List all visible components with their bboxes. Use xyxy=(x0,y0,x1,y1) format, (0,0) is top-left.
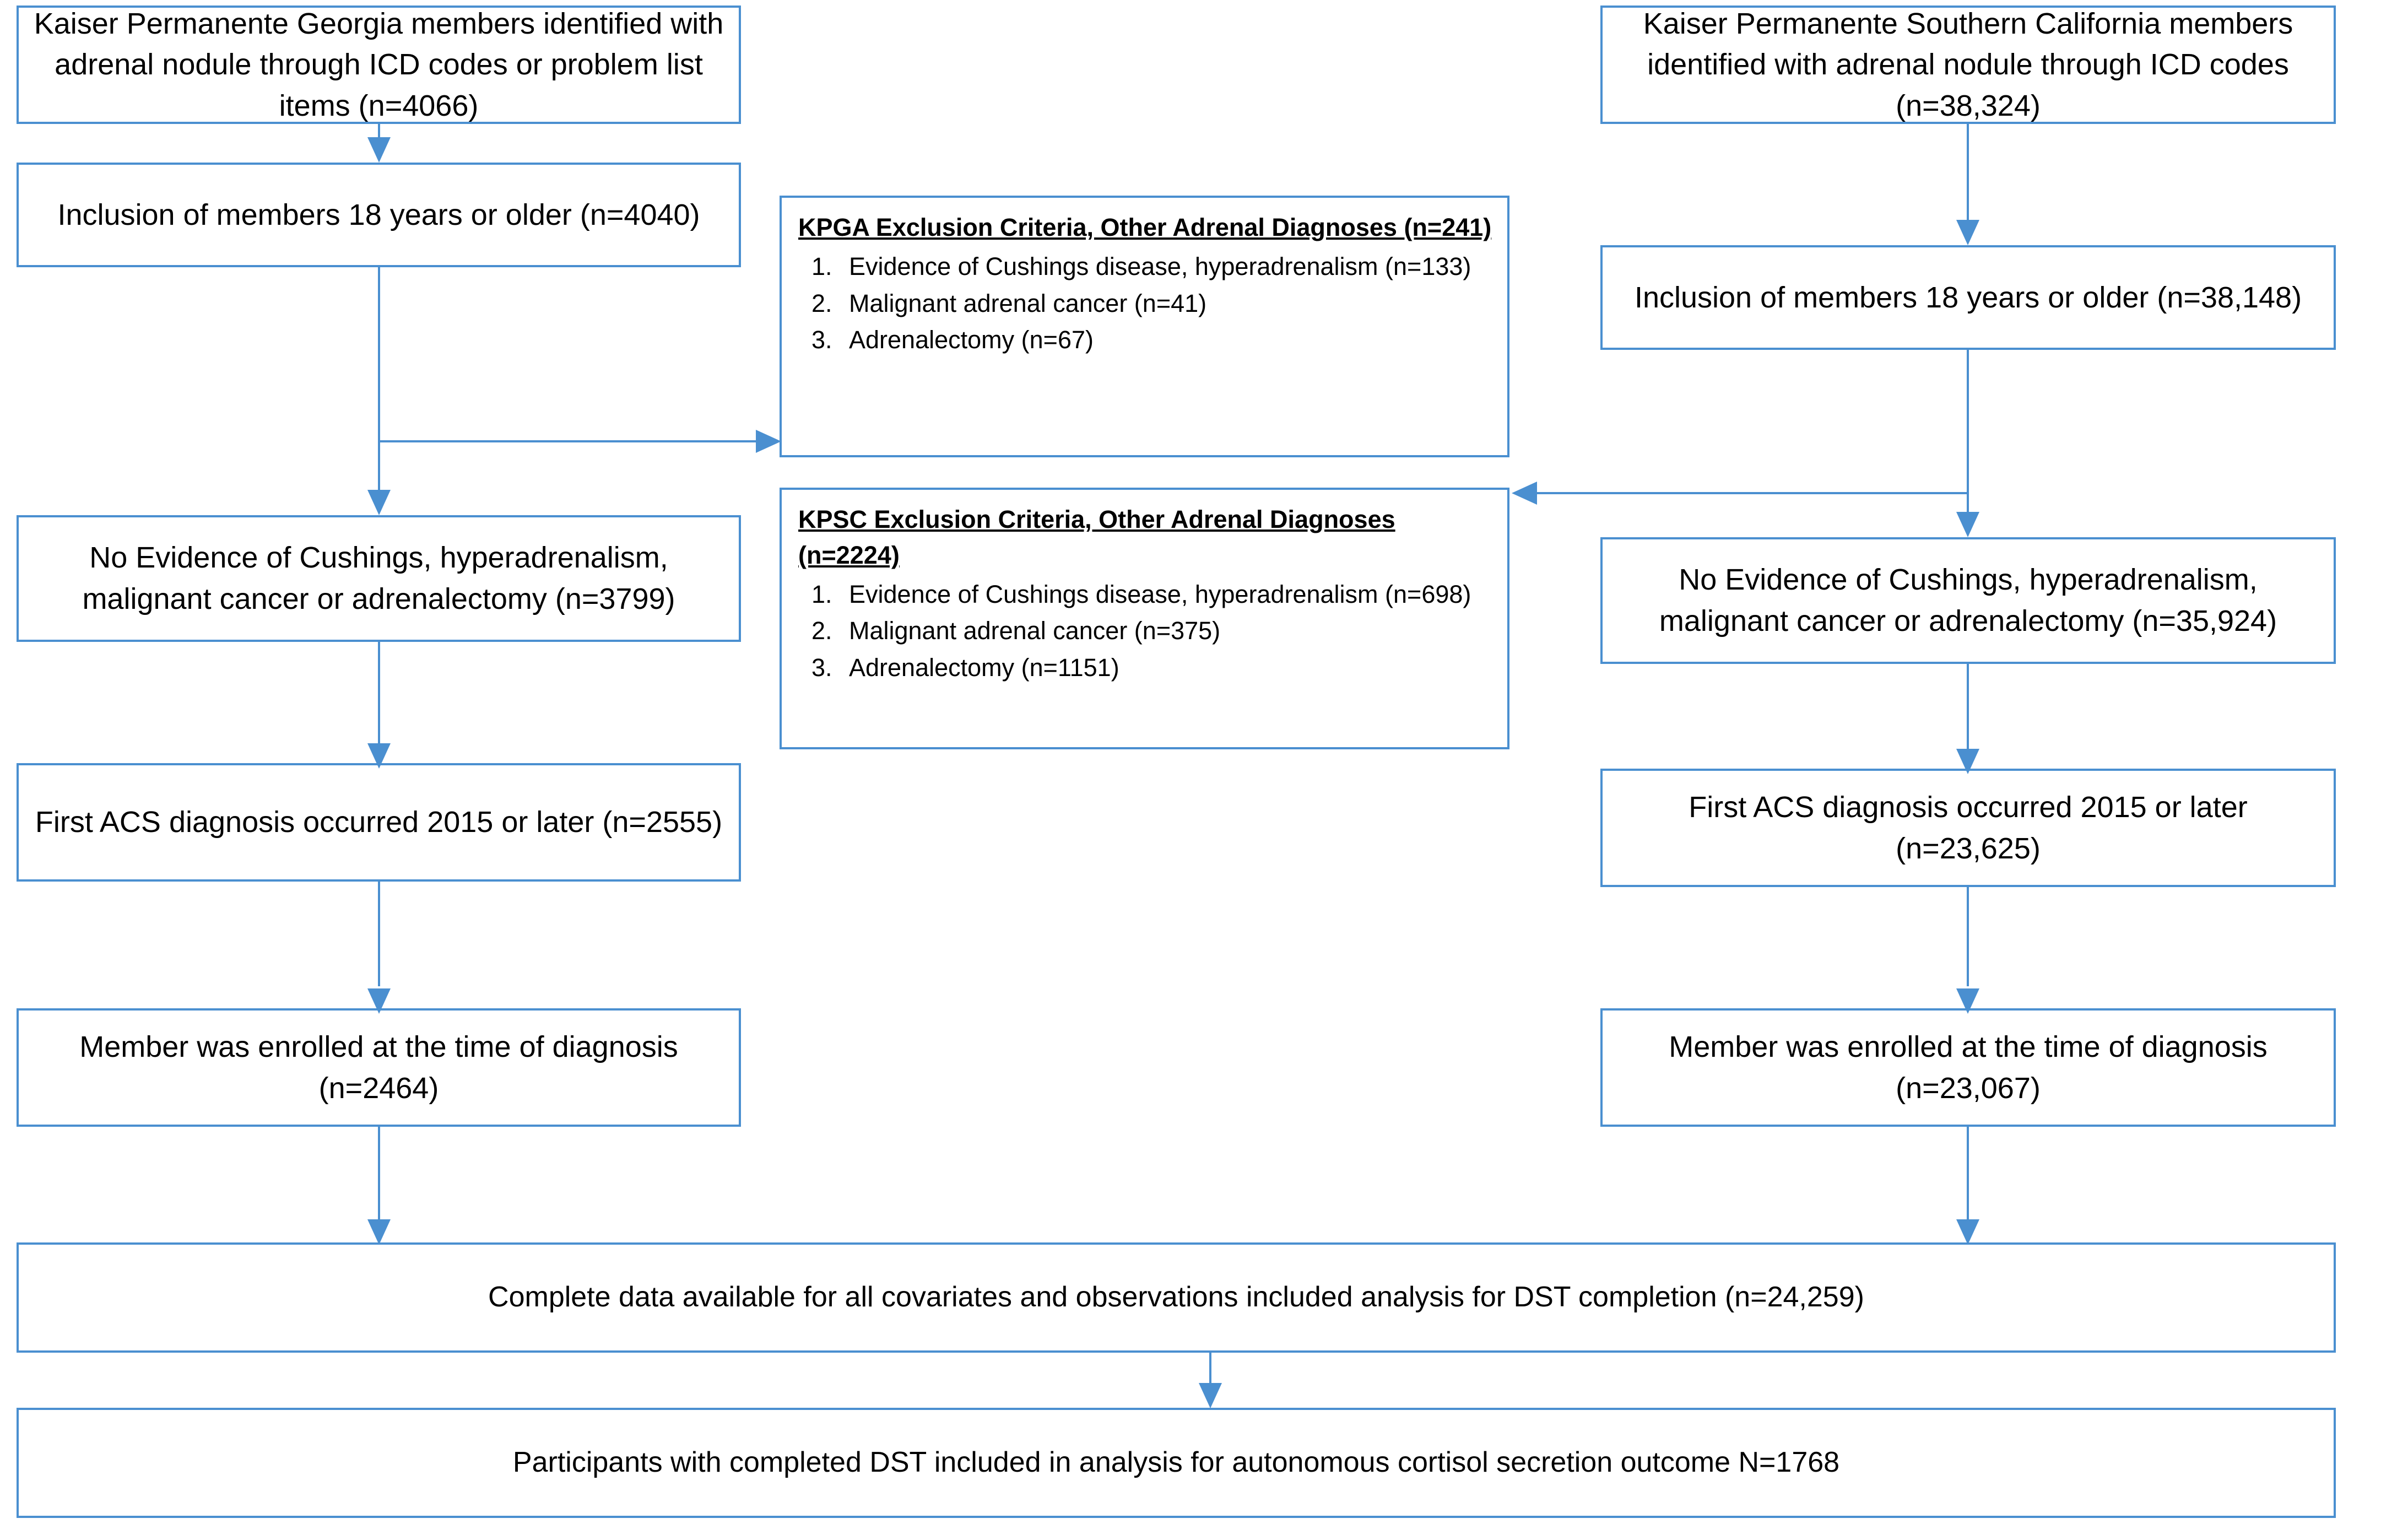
connector-kpga-age-to-no-evidence xyxy=(378,267,380,493)
arrowhead-down xyxy=(1956,512,1979,537)
connector-kpsc-enrolled-to-combined xyxy=(1967,1127,1969,1220)
node-kpga-no-evidence: No Evidence of Cushings, hyperadrenalism… xyxy=(17,515,741,642)
arrowhead-down xyxy=(367,137,391,163)
list-item: Adrenalectomy (n=1151) xyxy=(839,650,1492,686)
connector-kpsc-source-to-age xyxy=(1967,124,1969,223)
list-item: Evidence of Cushings disease, hyperadren… xyxy=(839,577,1492,613)
connector-kpga-to-exclusion xyxy=(378,440,758,442)
node-kpsc-exclusion: KPSC Exclusion Criteria, Other Adrenal D… xyxy=(780,488,1509,749)
node-kpga-acs-2015-label: First ACS diagnosis occurred 2015 or lat… xyxy=(35,806,723,839)
arrowhead-down xyxy=(367,490,391,515)
arrowhead-down xyxy=(1956,749,1979,774)
node-combined-final: Participants with completed DST included… xyxy=(17,1408,2336,1518)
connector-kpsc-age-to-no-evidence xyxy=(1967,350,1969,515)
connector-kpsc-to-exclusion xyxy=(1537,492,1969,494)
node-kpga-enrolled-label: Member was enrolled at the time of diagn… xyxy=(79,1030,678,1105)
arrowhead-down xyxy=(367,743,391,769)
kpsc-exclusion-heading: KPSC Exclusion Criteria, Other Adrenal D… xyxy=(798,505,1395,569)
node-kpsc-age: Inclusion of members 18 years or older (… xyxy=(1600,245,2336,350)
node-kpga-enrolled: Member was enrolled at the time of diagn… xyxy=(17,1008,741,1127)
arrowhead-left xyxy=(1512,482,1537,505)
connector-kpsc-no-evidence-to-acs xyxy=(1967,664,1969,752)
connector-kpga-no-evidence-to-acs xyxy=(378,642,380,747)
node-kpsc-enrolled-label: Member was enrolled at the time of diagn… xyxy=(1669,1030,2268,1105)
node-kpga-source-label: Kaiser Permanente Georgia members identi… xyxy=(34,7,724,122)
kpsc-exclusion-list: Evidence of Cushings disease, hyperadren… xyxy=(798,577,1492,686)
arrowhead-right xyxy=(756,430,781,453)
arrowhead-down xyxy=(367,1219,391,1245)
node-combined-complete-data: Complete data available for all covariat… xyxy=(17,1242,2336,1353)
arrowhead-down xyxy=(367,988,391,1014)
node-combined-complete-data-label: Complete data available for all covariat… xyxy=(488,1281,1864,1314)
list-item: Malignant adrenal cancer (n=375) xyxy=(839,613,1492,649)
node-kpsc-source-label: Kaiser Permanente Southern California me… xyxy=(1643,7,2293,122)
node-kpsc-no-evidence: No Evidence of Cushings, hyperadrenalism… xyxy=(1600,537,2336,664)
list-item: Adrenalectomy (n=67) xyxy=(839,322,1492,358)
node-kpsc-source: Kaiser Permanente Southern California me… xyxy=(1600,6,2336,124)
node-kpsc-enrolled: Member was enrolled at the time of diagn… xyxy=(1600,1008,2336,1127)
node-kpga-acs-2015: First ACS diagnosis occurred 2015 or lat… xyxy=(17,763,741,882)
list-item: Malignant adrenal cancer (n=41) xyxy=(839,286,1492,322)
node-kpga-age-label: Inclusion of members 18 years or older (… xyxy=(57,198,700,231)
node-kpsc-acs-2015-label: First ACS diagnosis occurred 2015 or lat… xyxy=(1689,790,2248,865)
kpga-exclusion-list: Evidence of Cushings disease, hyperadren… xyxy=(798,249,1492,358)
kpga-exclusion-heading: KPGA Exclusion Criteria, Other Adrenal D… xyxy=(798,213,1492,241)
node-kpsc-acs-2015: First ACS diagnosis occurred 2015 or lat… xyxy=(1600,769,2336,887)
connector-kpga-acs-to-enrolled xyxy=(378,882,380,986)
connector-kpga-source-to-age xyxy=(378,124,380,141)
arrowhead-down xyxy=(1956,220,1979,245)
list-item: Evidence of Cushings disease, hyperadren… xyxy=(839,249,1492,285)
node-kpga-no-evidence-label: No Evidence of Cushings, hyperadrenalism… xyxy=(82,541,675,615)
node-kpga-exclusion: KPGA Exclusion Criteria, Other Adrenal D… xyxy=(780,196,1509,457)
connector-kpsc-acs-to-enrolled xyxy=(1967,887,1969,986)
connector-kpga-enrolled-to-combined xyxy=(378,1127,380,1220)
connector-complete-data-to-final xyxy=(1209,1353,1211,1386)
node-kpga-age: Inclusion of members 18 years or older (… xyxy=(17,163,741,267)
node-kpsc-age-label: Inclusion of members 18 years or older (… xyxy=(1634,280,2302,314)
node-kpsc-no-evidence-label: No Evidence of Cushings, hyperadrenalism… xyxy=(1659,563,2277,637)
arrowhead-down xyxy=(1956,988,1979,1014)
node-combined-final-label: Participants with completed DST included… xyxy=(512,1446,1840,1479)
arrowhead-down xyxy=(1956,1219,1979,1245)
node-kpga-source: Kaiser Permanente Georgia members identi… xyxy=(17,6,741,124)
arrowhead-down xyxy=(1199,1383,1222,1408)
